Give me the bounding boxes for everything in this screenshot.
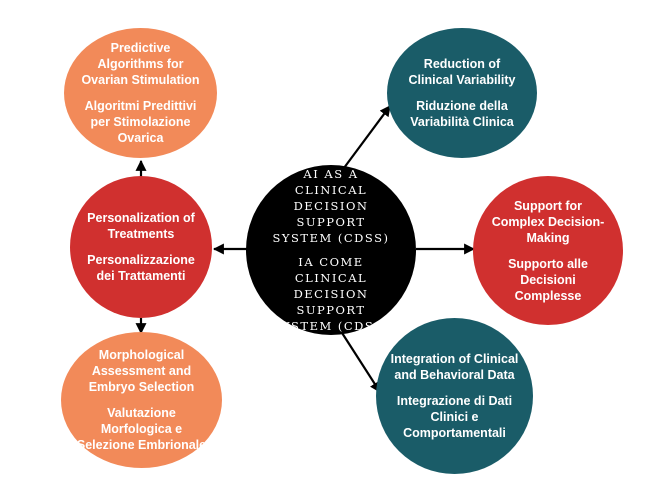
node-label-it: Riduzione della Variabilità Clinica [410, 99, 514, 129]
node-label-en: Reduction of Clinical Variability [408, 57, 516, 87]
arrow-center-to-top-right [337, 105, 391, 177]
node-predictive-algorithms: Predictive Algorithms for Ovarian Stimul… [64, 28, 217, 158]
node-clinical-variability: Reduction of Clinical Variability Riduzi… [387, 28, 537, 158]
center-label-en: AI AS A CLINICAL DECISION SUPPORT SYSTEM… [272, 167, 390, 245]
node-label-en: Support for Complex Decision-Making [491, 198, 605, 245]
node-personalization: Personalization of Treatments Personaliz… [70, 176, 212, 318]
center-label-it: IA COME CLINICAL DECISION SUPPORT SYSTEM… [272, 255, 390, 333]
node-label-en: Morphological Assessment and Embryo Sele… [88, 348, 195, 394]
node-label-en: Integration of Clinical and Behavioral D… [390, 352, 519, 382]
node-label-it: Supporto alle Decisioni Complesse [508, 256, 588, 303]
node-label-en: Predictive Algorithms for Ovarian Stimul… [81, 41, 200, 87]
node-label-it: Valutazione Morfologica e Selezione Embr… [76, 406, 207, 452]
node-label-it: Algoritmi Predittivi per Stimolazione Ov… [84, 99, 197, 145]
node-label-it: Integrazione di Dati Clinici e Comportam… [396, 394, 513, 440]
node-morphological-assessment: Morphological Assessment and Embryo Sele… [61, 332, 222, 468]
node-label-en: Personalization of Treatments [87, 211, 195, 241]
node-complex-decision-support: Support for Complex Decision-Making Supp… [473, 176, 623, 325]
node-label-it: Personalizzazione dei Trattamenti [87, 253, 195, 283]
center-node-cdss: AI AS A CLINICAL DECISION SUPPORT SYSTEM… [246, 165, 416, 335]
node-data-integration: Integration of Clinical and Behavioral D… [376, 318, 533, 474]
